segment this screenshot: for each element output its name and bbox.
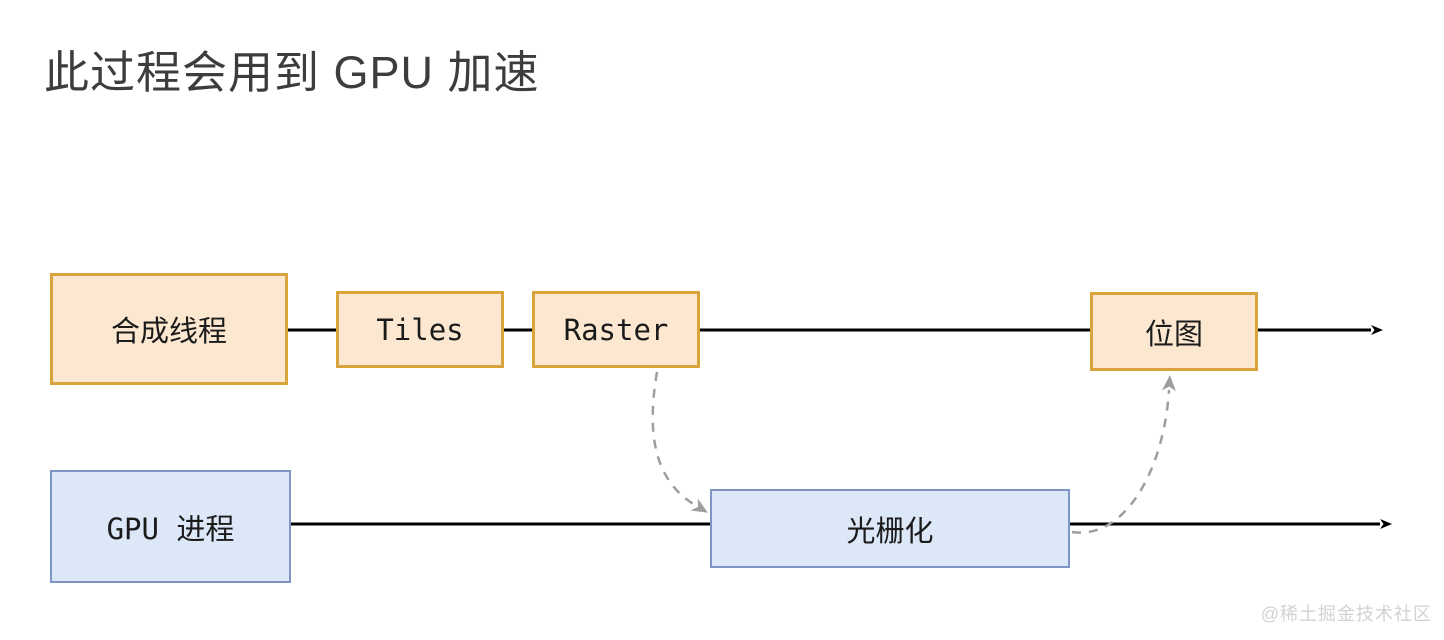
node-bitmap-label: 位图 (1144, 318, 1203, 351)
node-raster: Raster (532, 291, 700, 368)
link-raster-to-rasterization (651, 371, 708, 513)
diagram-title: 此过程会用到 GPU 加速 (44, 47, 540, 98)
node-rasterization: 光栅化 (710, 489, 1070, 568)
node-raster-label: Raster (563, 312, 669, 347)
node-tiles: Tiles (336, 291, 504, 368)
node-compositor-thread: 合成线程 (50, 273, 288, 385)
node-rasterization-label: 光栅化 (846, 515, 934, 548)
watermark: @稀土掘金技术社区 (1260, 604, 1432, 624)
node-compositor-thread-label: 合成线程 (110, 316, 227, 348)
node-tiles-label: Tiles (376, 312, 464, 347)
link-rasterization-to-bitmap (1071, 375, 1176, 534)
node-gpu-process-label: GPU 进程 (106, 511, 235, 546)
node-bitmap: 位图 (1090, 292, 1258, 371)
node-gpu-process: GPU 进程 (50, 470, 291, 583)
